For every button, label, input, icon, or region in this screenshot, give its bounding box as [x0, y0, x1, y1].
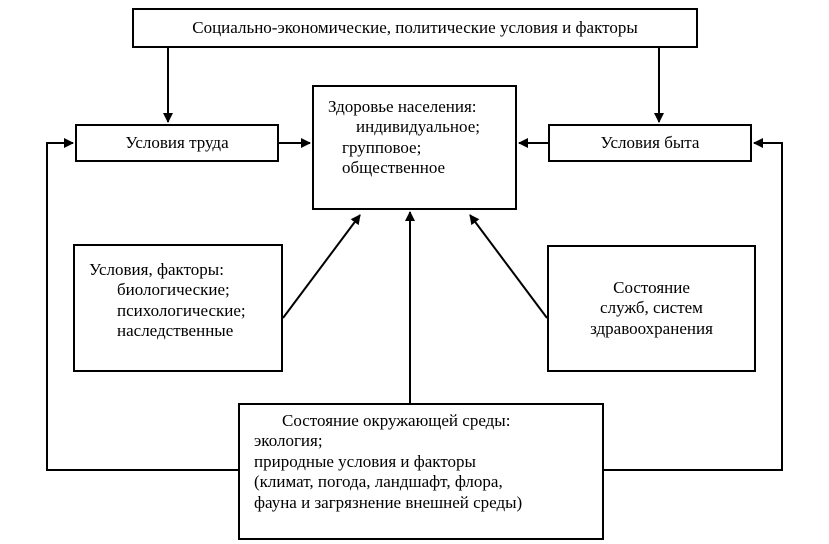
healthcare-services-line-2: служб, систем	[600, 298, 703, 318]
environment-title: Состояние окружающей среды:	[282, 411, 511, 430]
environment-item-fauna: фауна и загрязнение внешней среды)	[254, 492, 523, 512]
living-conditions-label: Условия быта	[600, 132, 700, 152]
health-item-individual: индивидуальное;	[356, 117, 480, 137]
healthcare-services-box: Состояние служб, систем здравоохранения	[547, 245, 756, 372]
living-conditions-box: Условия быта	[548, 124, 752, 162]
environment-item-ecology: экология;	[254, 431, 323, 451]
environment-item-climate: (климат, погода, ландшафт, флора,	[254, 472, 503, 492]
healthcare-services-line-3: здравоохранения	[590, 318, 713, 338]
factor-item-biological: биологические;	[117, 280, 230, 300]
healthcare-services-line-1: Состояние	[613, 277, 690, 297]
health-item-group: групповое;	[342, 137, 422, 157]
factor-item-psychological: психологические;	[117, 300, 246, 320]
population-health-title: Здоровье населения:	[328, 97, 477, 116]
population-health-box: Здоровье населения: индивидуальное; груп…	[312, 85, 517, 210]
factor-item-hereditary: наследственные	[117, 321, 234, 341]
work-conditions-label: Условия труда	[125, 132, 229, 152]
biological-factors-box: Условия, факторы: биологические; психоло…	[73, 244, 283, 372]
arrow-bio-to-health	[282, 214, 361, 319]
arrow-env-to-home	[604, 138, 783, 471]
environment-box: Состояние окружающей среды: экология; пр…	[238, 403, 604, 540]
socio-economic-factors-label: Социально-экономические, политические ус…	[192, 17, 638, 37]
health-item-public: общественное	[342, 158, 446, 178]
work-conditions-box: Условия труда	[75, 124, 279, 162]
socio-economic-factors-box: Социально-экономические, политические ус…	[132, 8, 698, 48]
environment-item-natural: природные условия и факторы	[254, 451, 476, 471]
arrow-services-to-health	[469, 214, 548, 319]
arrow-env-to-work	[46, 138, 238, 471]
biological-factors-title: Условия, факторы:	[89, 260, 224, 279]
